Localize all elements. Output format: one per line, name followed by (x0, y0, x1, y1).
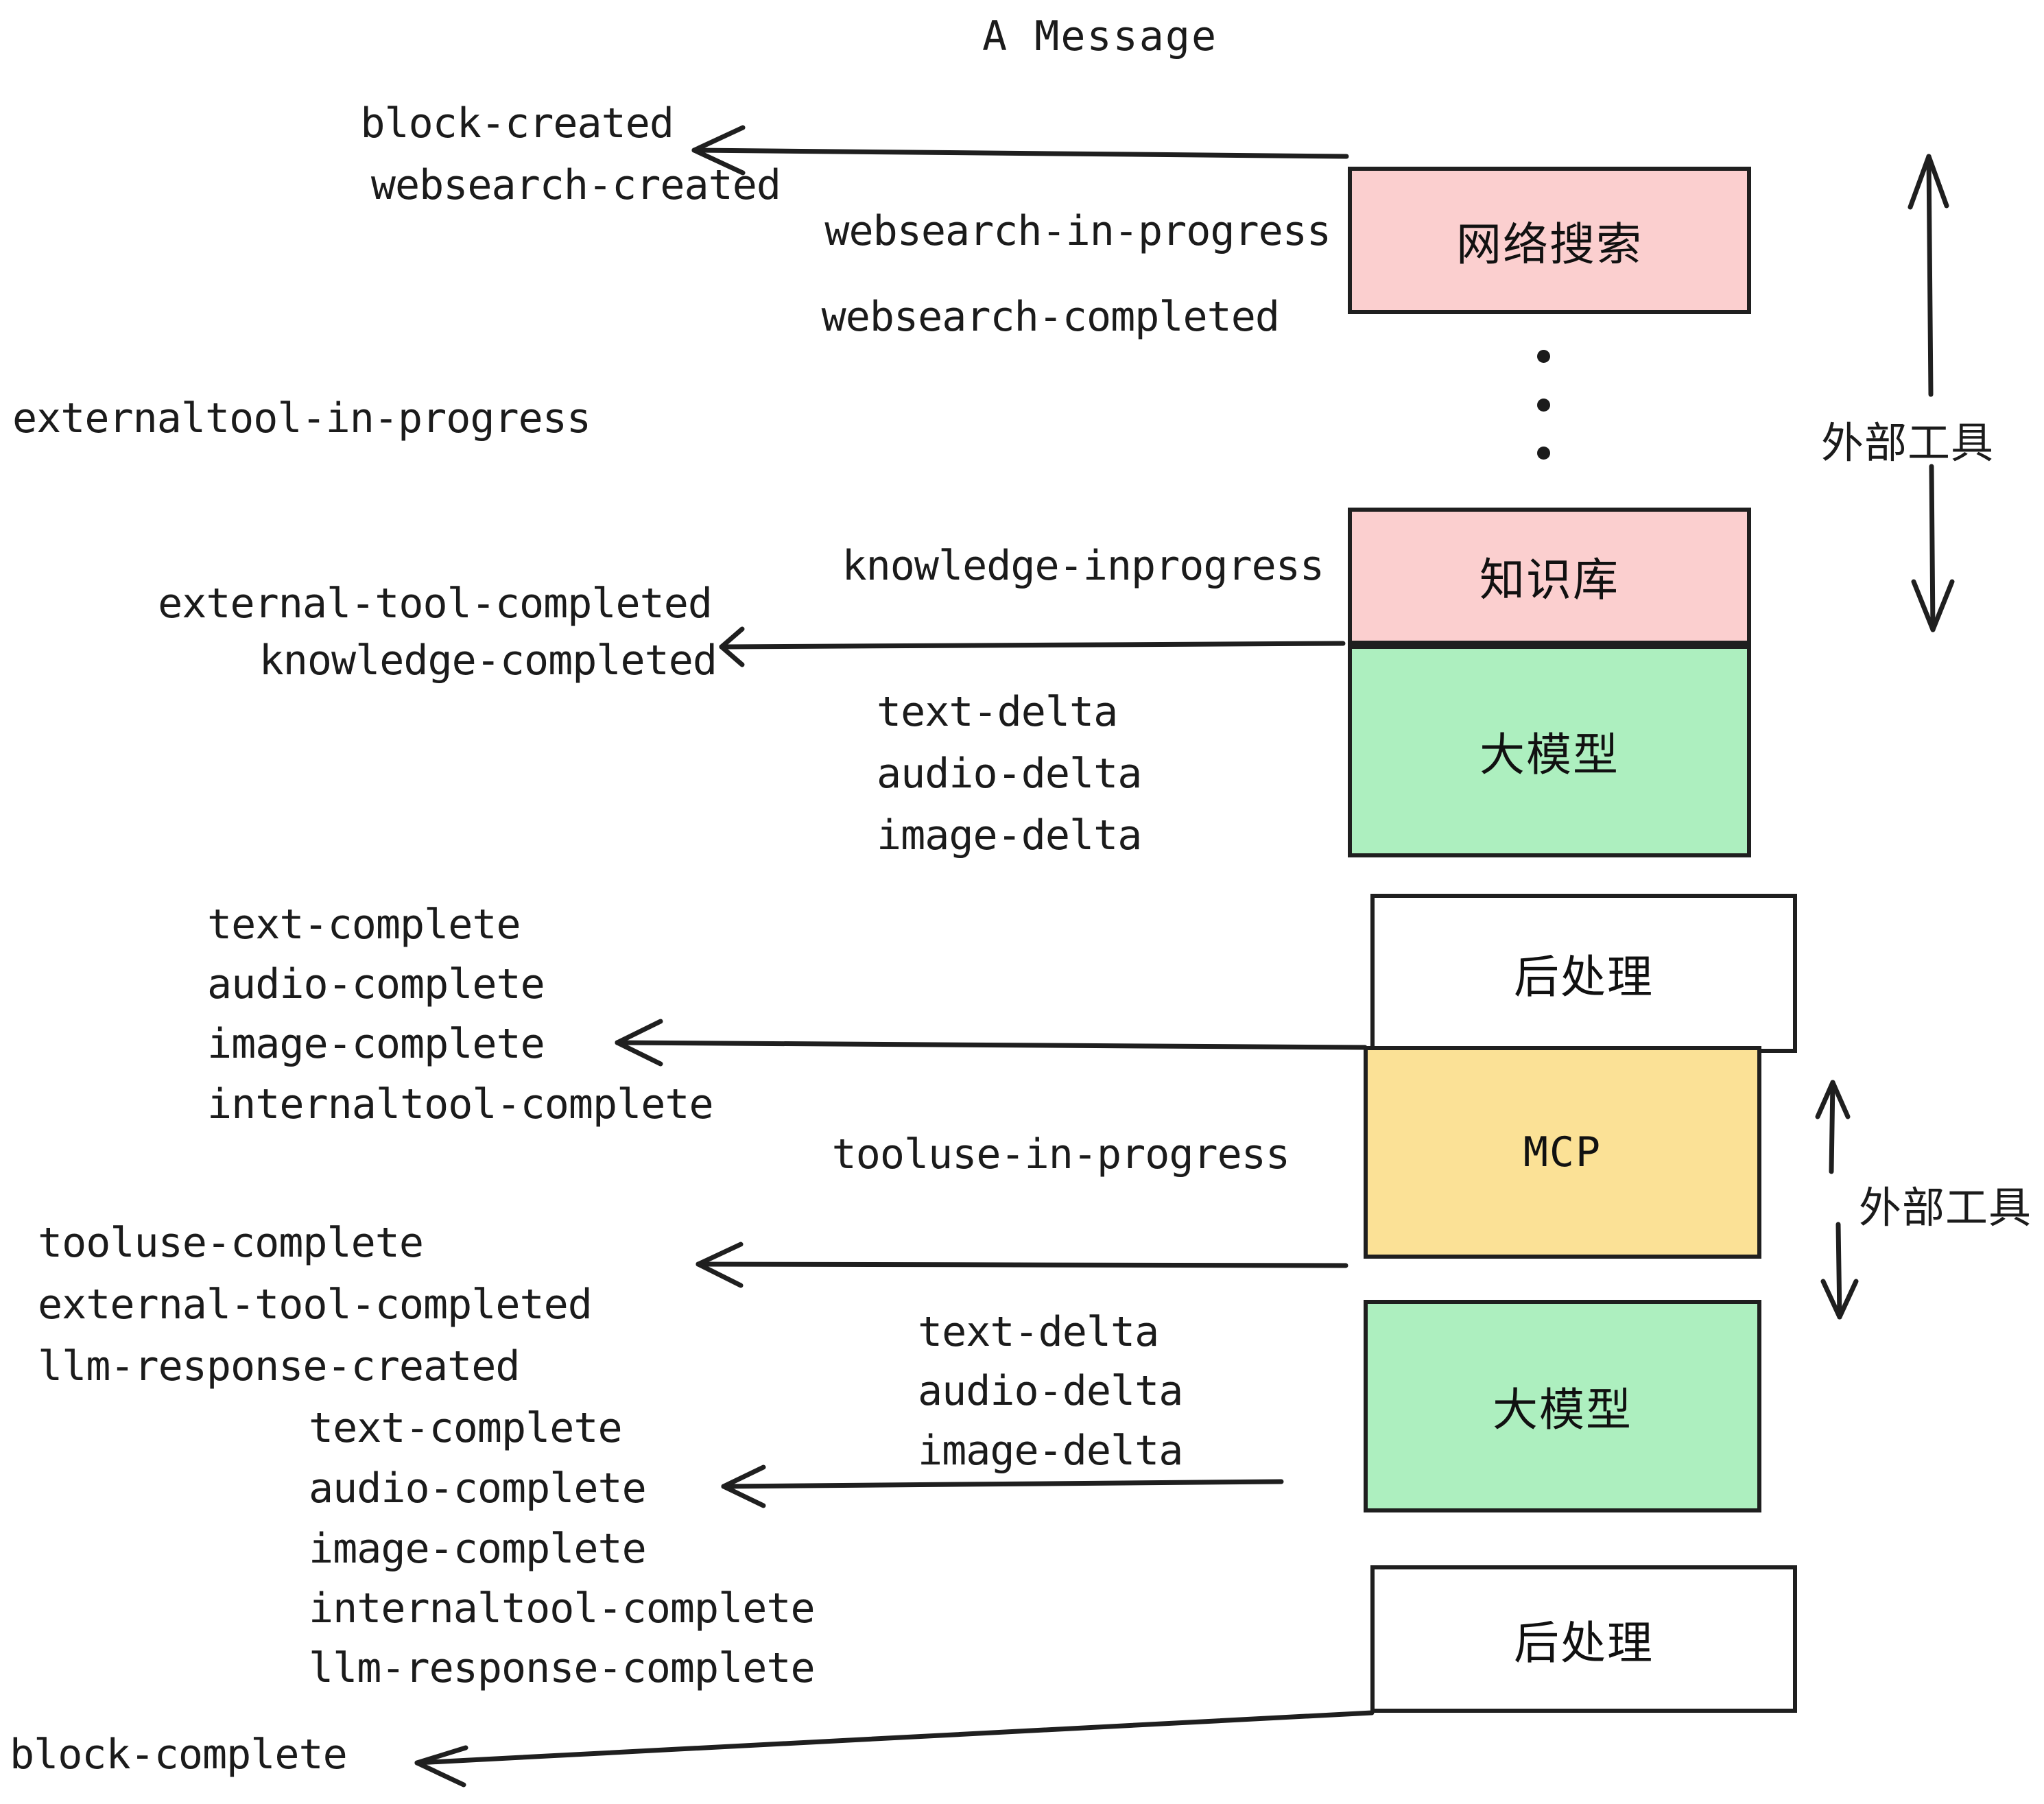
ellipsis-dots (1536, 350, 1550, 460)
event-text-complete-2: text-complete (309, 1404, 623, 1452)
node-websearch[interactable]: 网络搜索 (1348, 167, 1751, 314)
node-postprocess-1-label: 后处理 (1514, 951, 1654, 1004)
event-internaltool-complete-1: internaltool-complete (207, 1080, 714, 1128)
event-image-delta-2: image-delta (918, 1427, 1183, 1475)
side-label-external-tool-top: 外部工具 (1821, 418, 1995, 468)
event-audio-complete-1: audio-complete (207, 960, 545, 1008)
event-tooluse-in-progress: tooluse-in-progress (831, 1130, 1290, 1178)
event-websearch-in-progress: websearch-in-progress (824, 207, 1331, 255)
event-external-tool-completed-2: external-tool-completed (38, 1281, 593, 1329)
node-llm-1[interactable]: 大模型 (1348, 645, 1751, 857)
event-websearch-completed: websearch-completed (821, 293, 1280, 341)
event-tooluse-complete: tooluse-complete (38, 1219, 424, 1267)
event-websearch-created: websearch-created (370, 161, 781, 209)
node-postprocess-1[interactable]: 后处理 (1370, 894, 1797, 1053)
side-label-external-tool-bottom: 外部工具 (1859, 1183, 2032, 1233)
event-text-complete-1: text-complete (207, 901, 521, 949)
node-llm-2[interactable]: 大模型 (1364, 1300, 1761, 1512)
event-text-delta-2: text-delta (918, 1308, 1159, 1356)
diagram-title: A Message (982, 12, 1218, 60)
event-audio-complete-2: audio-complete (309, 1464, 647, 1512)
event-knowledge-completed: knowledge-completed (259, 637, 717, 685)
event-image-delta-1: image-delta (877, 811, 1142, 859)
node-mcp-label: MCP (1523, 1128, 1602, 1176)
event-internaltool-complete-2: internaltool-complete (309, 1585, 816, 1633)
dot-2 (1536, 398, 1550, 412)
event-image-complete-1: image-complete (207, 1020, 545, 1068)
event-external-tool-completed-1: external-tool-completed (158, 580, 713, 628)
event-externaltool-in-progress: externaltool-in-progress (12, 394, 591, 442)
event-knowledge-inprogress: knowledge-inprogress (842, 542, 1324, 590)
node-llm-2-label: 大模型 (1493, 1384, 1632, 1436)
event-block-complete: block-complete (10, 1731, 348, 1779)
node-knowledge[interactable]: 知识库 (1348, 508, 1751, 645)
event-audio-delta-2: audio-delta (918, 1367, 1183, 1415)
node-llm-1-label: 大模型 (1479, 728, 1619, 781)
event-llm-response-complete: llm-response-complete (309, 1644, 816, 1692)
dot-1 (1536, 350, 1550, 363)
dot-3 (1536, 447, 1550, 460)
event-audio-delta-1: audio-delta (877, 750, 1142, 798)
node-knowledge-label: 知识库 (1479, 554, 1619, 606)
node-websearch-label: 网络搜索 (1456, 217, 1643, 271)
event-text-delta-1: text-delta (877, 688, 1118, 736)
event-image-complete-2: image-complete (309, 1525, 647, 1573)
node-mcp[interactable]: MCP (1364, 1046, 1761, 1259)
node-postprocess-2[interactable]: 后处理 (1370, 1565, 1797, 1713)
event-block-created: block-created (360, 99, 674, 147)
event-llm-response-created: llm-response-created (38, 1342, 520, 1390)
node-postprocess-2-label: 后处理 (1514, 1616, 1654, 1670)
